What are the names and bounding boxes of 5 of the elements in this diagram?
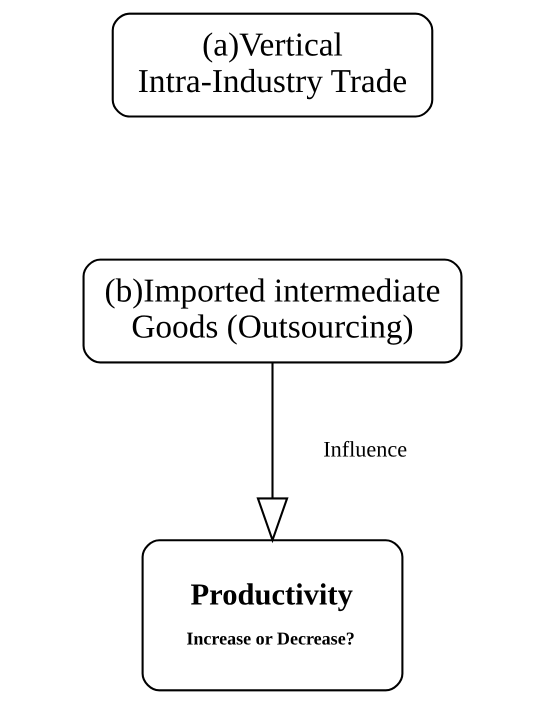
arrow: [256, 362, 288, 544]
node-box: Productivity Increase or Decrease?: [141, 539, 403, 692]
edge-label: Influence: [322, 436, 407, 462]
node-box: (b)Imported intermediate Goods (Outsourcing): [82, 258, 462, 364]
node-box: (a)Vertical Intra-Industry Trade: [111, 12, 433, 118]
